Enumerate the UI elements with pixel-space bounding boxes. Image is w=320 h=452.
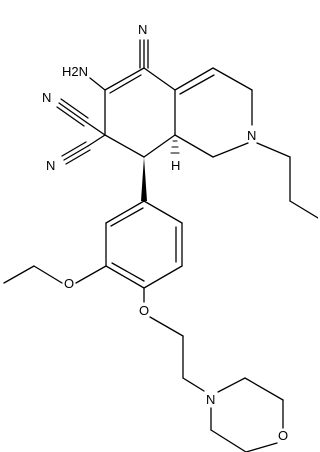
bond-ar-c4-c5 — [143, 265, 183, 289]
bond-cn-upper-a — [58, 102, 87, 123]
bond-cn-upper-c — [56, 106, 85, 127]
bond-c4a-c4-double — [179, 74, 215, 95]
bond-ar-c6-c1 — [143, 200, 183, 224]
bond-n2-propyl-1 — [256, 142, 291, 158]
wedge-bond-c8-aryl — [141, 157, 147, 201]
bond-morph-o-c3 — [245, 442, 278, 452]
atom-label-nitrile-left-upper: N — [42, 90, 51, 105]
bond-ar-c3-c4 — [105, 265, 145, 289]
bonds — [3, 39, 318, 452]
atom-label-ether-oxygen-ethoxy: O — [64, 276, 74, 291]
atom-label-morpholine-oxygen: O — [278, 428, 288, 443]
atom-label-nitrile-top: N — [138, 22, 147, 37]
bond-cn-lower-b — [61, 141, 87, 157]
atom-label-ether-oxygen-chain: O — [139, 303, 149, 318]
bond-chain-2-n — [182, 377, 205, 392]
bond-cn-lower-c — [65, 149, 91, 165]
bond-c7-cn-lower — [87, 134, 106, 147]
bond-c8-c8a — [143, 134, 176, 158]
bond-ar-c1-c2 — [105, 200, 145, 224]
bond-c6-nh2 — [89, 77, 106, 91]
bond-c4a-c4 — [174, 67, 214, 91]
atom-label-amino: H2N — [62, 64, 88, 79]
bond-c5-c6-double — [109, 74, 142, 94]
bond-c7-c8 — [104, 134, 145, 158]
atom-label-ring-nitrogen: N — [247, 128, 256, 143]
bond-cn-lower-a — [63, 145, 89, 161]
bond-morph-c3-c4 — [210, 429, 247, 452]
atom-label-nitrile-left-lower: N — [46, 158, 55, 173]
atom-label-morpholine-nitrogen: N — [206, 392, 215, 407]
bond-c5-c4a — [143, 67, 176, 91]
bond-c7-cn-upper — [85, 121, 106, 136]
atom-labels: N H2N N N N H O O N O — [42, 22, 288, 443]
bond-morph-n-c1 — [217, 377, 246, 393]
bond-ethyl-1-2 — [3, 265, 35, 284]
bond-ar-c1-c2-inner — [110, 207, 144, 227]
atom-label-stereo-h: H — [171, 158, 180, 173]
bond-c5-c6 — [104, 67, 145, 91]
bond-ar-o-ethoxy — [75, 265, 107, 284]
bond-o-ethyl-1 — [33, 265, 63, 284]
bond-c1-c8a — [174, 134, 214, 158]
bond-cn-upper-b — [60, 98, 89, 119]
bond-morph-c1-c2 — [244, 377, 284, 401]
bond-c4-c3 — [212, 67, 253, 91]
bond-propyl-2-3 — [289, 200, 318, 219]
bond-n2-c1 — [212, 142, 249, 158]
bond-o-chain-1 — [149, 316, 184, 337]
bond-ar-c3-c4-inner — [111, 262, 145, 282]
